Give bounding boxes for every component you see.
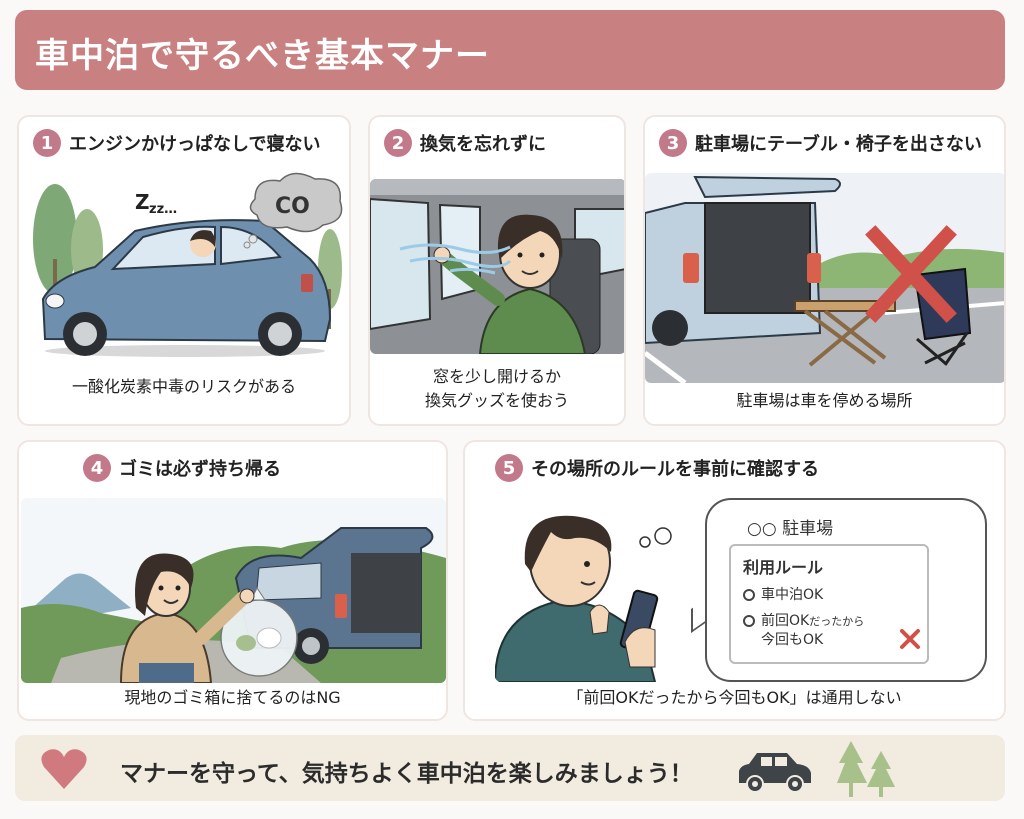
card-heading-text: 換気を忘れずに bbox=[420, 134, 546, 155]
manner-card-1: 1 エンジンかけっぱなしで寝ない Z zz… CO bbox=[17, 115, 351, 426]
card-heading-text: 駐車場にテーブル・椅子を出さない bbox=[695, 134, 982, 155]
person-opening-window-icon bbox=[370, 179, 624, 354]
footer-message: マナーを守って、気持ちよく車中泊を楽しみましょう！ bbox=[120, 761, 693, 787]
prohibited-cross-icon bbox=[865, 225, 957, 323]
rule-text: 車中泊OK bbox=[761, 587, 824, 603]
cross-mark-icon bbox=[900, 629, 920, 649]
car-with-sleeping-person-icon: Z zz… CO bbox=[25, 169, 345, 369]
illustration-parking-lot-table bbox=[645, 173, 1004, 383]
circle-bullet-icon bbox=[743, 589, 755, 601]
card-caption: 駐車場は車を停める場所 bbox=[736, 391, 913, 410]
circle-bullet-icon bbox=[743, 615, 755, 627]
number-badge: 5 bbox=[495, 454, 523, 482]
card-caption-line-2: 換気グッズを使おう bbox=[424, 391, 569, 410]
number-badge: 3 bbox=[659, 129, 687, 157]
card-heading: 3 駐車場にテーブル・椅子を出さない bbox=[659, 129, 996, 157]
page-title: 車中泊で守るべき基本マナー bbox=[35, 36, 490, 76]
card-caption: 一酸化炭素中毒のリスクがある bbox=[71, 377, 296, 396]
card-heading-text: ゴミは必ず持ち帰る bbox=[119, 459, 281, 480]
rules-title: 利用ルール bbox=[743, 558, 824, 577]
number-badge: 4 bbox=[83, 454, 111, 482]
tree-icon bbox=[837, 741, 895, 797]
svg-text:CO: CO bbox=[275, 194, 310, 219]
speech-bubble: ○○ 駐車場 利用ルール 車中泊OK 前回OKだったから 今回もOK bbox=[705, 498, 987, 682]
illustration-ventilation bbox=[370, 179, 624, 354]
card-caption: 現地のゴミ箱に捨てるのはNG bbox=[124, 688, 341, 707]
manner-card-2: 2 換気を忘れずに 窓を少し開けるか 換気グッズを使おう bbox=[368, 115, 626, 426]
parking-lot-name: ○○ 駐車場 bbox=[747, 519, 834, 539]
car-icon bbox=[739, 753, 811, 793]
title-banner: 車中泊で守るべき基本マナー bbox=[15, 10, 1005, 90]
manner-card-5: 5 その場所のルールを事前に確認する ○○ 駐車場 利用ルール 車中泊OK bbox=[463, 440, 1006, 721]
manner-card-3: 3 駐車場にテーブル・椅子を出さない 駐車場は車を停める場所 bbox=[643, 115, 1006, 426]
card-heading: 2 換気を忘れずに bbox=[384, 129, 616, 157]
illustration-sleeping-in-car: Z zz… CO bbox=[25, 169, 345, 369]
number-badge: 1 bbox=[33, 129, 61, 157]
svg-text:zz…: zz… bbox=[149, 202, 177, 217]
illustration-take-trash-home bbox=[21, 498, 446, 683]
card-caption: 「前回OKだったから今回もOK」は通用しない bbox=[567, 688, 902, 707]
manner-card-4: 4 ゴミは必ず持ち帰る 現地のゴミ箱に捨て bbox=[17, 440, 448, 721]
card-heading-text: その場所のルールを事前に確認する bbox=[531, 459, 819, 480]
person-holding-trash-bag-icon bbox=[21, 498, 446, 683]
card-caption-line-1: 窓を少し開けるか bbox=[432, 367, 561, 386]
heart-icon bbox=[41, 749, 87, 789]
illustration-person-checking-phone bbox=[495, 502, 695, 682]
footer-banner: マナーを守って、気持ちよく車中泊を楽しみましょう！ bbox=[15, 735, 1005, 801]
rule-item-1: 車中泊OK bbox=[743, 586, 823, 604]
card-heading-text: エンジンかけっぱなしで寝ない bbox=[69, 134, 321, 155]
rule-text: 前回OKだったから 今回もOK bbox=[761, 613, 865, 648]
number-badge: 2 bbox=[384, 129, 412, 157]
card-heading: 5 その場所のルールを事前に確認する bbox=[495, 454, 996, 482]
svg-text:Z: Z bbox=[135, 190, 150, 214]
card-heading: 1 エンジンかけっぱなしで寝ない bbox=[33, 129, 341, 157]
rules-box: 利用ルール 車中泊OK 前回OKだったから 今回もOK bbox=[729, 544, 929, 664]
rule-item-2: 前回OKだったから 今回もOK bbox=[743, 612, 864, 649]
car-with-table-and-chair-icon bbox=[645, 173, 1004, 383]
person-with-smartphone-icon bbox=[495, 502, 695, 682]
card-heading: 4 ゴミは必ず持ち帰る bbox=[83, 454, 438, 482]
